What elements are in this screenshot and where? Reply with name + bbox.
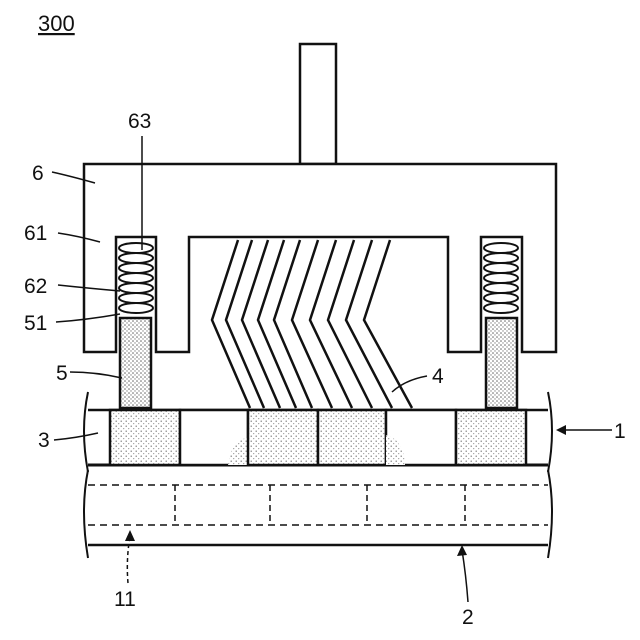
cell-3 — [248, 410, 318, 465]
label-1: 1 — [614, 420, 626, 443]
label-11: 11 — [114, 588, 136, 611]
spring-left — [119, 243, 153, 313]
label-5: 5 — [56, 362, 68, 385]
label-6: 6 — [32, 162, 44, 185]
label-51: 51 — [24, 312, 47, 335]
bent-leads — [212, 240, 412, 408]
cell-6 — [456, 410, 526, 465]
label-62: 62 — [24, 275, 47, 298]
pin-right — [486, 318, 517, 408]
press-shaft — [300, 44, 336, 164]
label-4: 4 — [432, 365, 444, 388]
label-3: 3 — [38, 429, 50, 452]
label-63: 63 — [128, 110, 151, 133]
spring-right — [484, 243, 518, 313]
figure-title: 300 — [38, 11, 75, 36]
cell-1 — [110, 410, 180, 465]
substrate — [84, 470, 552, 558]
cell-4 — [318, 410, 386, 465]
label-2: 2 — [462, 606, 474, 629]
label-61: 61 — [24, 222, 47, 245]
pin-left — [120, 318, 151, 408]
module-row — [84, 392, 552, 472]
